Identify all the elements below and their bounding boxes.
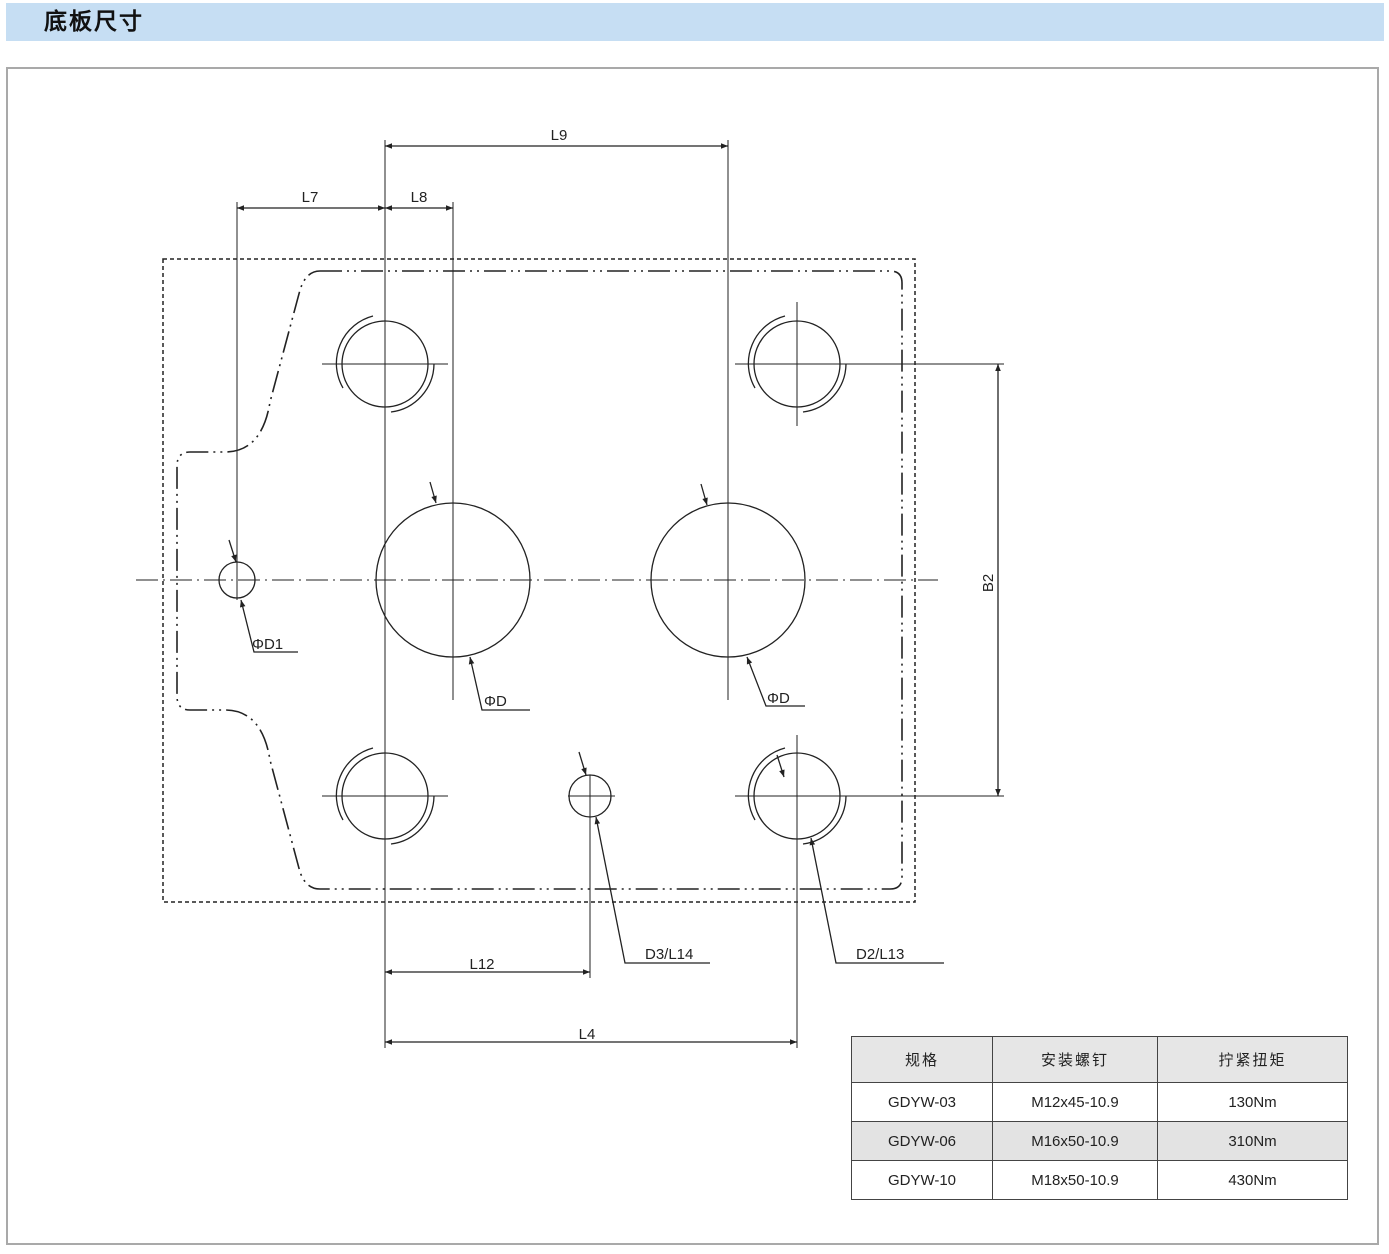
label-d2-l13: D2/L13 xyxy=(856,946,904,963)
cell-torque: 430Nm xyxy=(1157,1160,1348,1200)
mounting-contour xyxy=(176,270,903,890)
label-l8: L8 xyxy=(411,189,428,206)
table-header-row: 规格 安装螺钉 拧紧扭矩 xyxy=(851,1036,1348,1083)
leader-d-right xyxy=(746,656,805,707)
cell-model: GDYW-03 xyxy=(851,1082,993,1122)
cell-model: GDYW-10 xyxy=(851,1160,993,1200)
cell-screw: M16x50-10.9 xyxy=(992,1121,1158,1161)
leader-d1 xyxy=(239,599,298,653)
label-phi-d-right: ΦD xyxy=(767,690,790,707)
page-title: 底板尺寸 xyxy=(44,9,144,35)
cell-torque: 130Nm xyxy=(1157,1082,1348,1122)
label-d3-l14: D3/L14 xyxy=(645,946,693,963)
leader-d-left-in xyxy=(429,481,437,504)
leader-d3-in xyxy=(578,751,587,776)
spec-table: 规格 安装螺钉 拧紧扭矩 GDYW-03 M12x45-10.9 130Nm G… xyxy=(851,1036,1348,1200)
table-row: GDYW-03 M12x45-10.9 130Nm xyxy=(851,1082,1348,1122)
leader-d-left xyxy=(468,656,530,711)
col-header-model: 规格 xyxy=(851,1036,993,1083)
leader-d2 xyxy=(809,837,944,964)
bolt-hole-top-right xyxy=(735,302,860,426)
leader-d-right-in xyxy=(700,483,708,506)
label-phi-d1: ΦD1 xyxy=(252,636,283,653)
col-header-torque: 拧紧扭矩 xyxy=(1157,1036,1348,1083)
drawing-frame xyxy=(6,67,1379,1245)
label-l7: L7 xyxy=(302,189,319,206)
label-phi-d-left: ΦD xyxy=(484,693,507,710)
header-bar xyxy=(6,3,1384,41)
leader-d2-in xyxy=(776,754,785,778)
cell-screw: M12x45-10.9 xyxy=(992,1082,1158,1122)
cell-model: GDYW-06 xyxy=(851,1121,993,1161)
label-b2: B2 xyxy=(980,574,997,592)
label-l4: L4 xyxy=(579,1026,596,1043)
label-l12: L12 xyxy=(469,956,494,973)
leader-d3 xyxy=(594,816,710,964)
col-header-screw: 安装螺钉 xyxy=(992,1036,1158,1083)
cell-screw: M18x50-10.9 xyxy=(992,1160,1158,1200)
table-row: GDYW-10 M18x50-10.9 430Nm xyxy=(851,1160,1348,1200)
leader-d1-in xyxy=(228,539,237,563)
table-row: GDYW-06 M16x50-10.9 310Nm xyxy=(851,1121,1348,1161)
label-l9: L9 xyxy=(551,127,568,144)
plate-outline xyxy=(162,258,916,903)
cell-torque: 310Nm xyxy=(1157,1121,1348,1161)
